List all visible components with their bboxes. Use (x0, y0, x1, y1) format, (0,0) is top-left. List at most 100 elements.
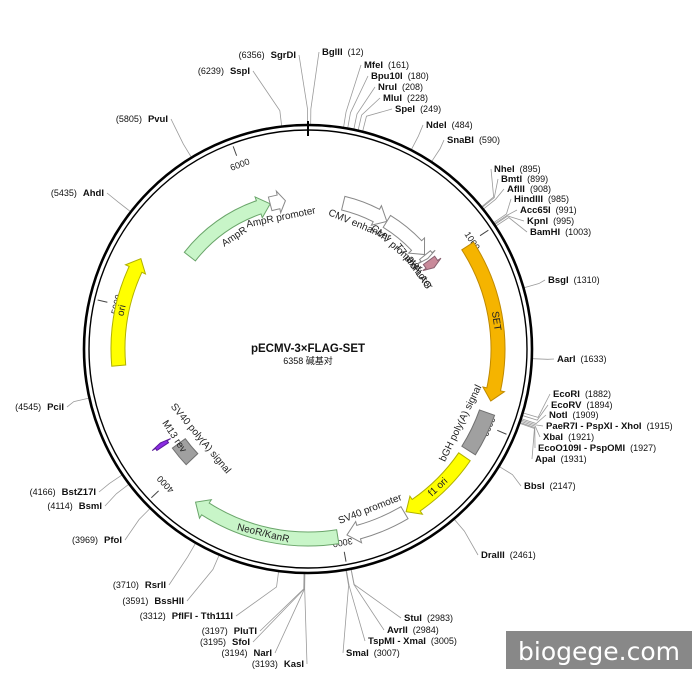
site-name: MluI (383, 93, 402, 104)
site-name: NdeI (426, 120, 447, 131)
tick-mark (97, 299, 108, 303)
site-name: Acc65I (520, 205, 551, 216)
restriction-sites: (6356)SgrDI(6239)SspI(5805)PvuI(5435)Ahd… (15, 47, 673, 670)
restriction-site: NotI(1909) (549, 410, 598, 421)
restriction-site: (3195)SfoI (200, 637, 250, 648)
site-name: AflII (507, 184, 525, 195)
site-name: SnaBI (447, 135, 474, 146)
site-position: (3969) (72, 535, 98, 545)
site-leader (493, 198, 512, 223)
site-leader (523, 393, 551, 418)
restriction-site: DraIII(2461) (481, 550, 536, 561)
site-leader-lines (66, 51, 555, 665)
site-position: (1882) (585, 389, 611, 399)
feature-m13-rev (151, 438, 171, 452)
site-name: EcoRI (553, 389, 580, 400)
site-position: (1927) (630, 443, 656, 453)
site-position: (1921) (568, 432, 594, 442)
site-position: (180) (408, 71, 429, 81)
site-position: (1915) (647, 421, 673, 431)
site-position: (6239) (198, 66, 224, 76)
site-leader (499, 466, 522, 487)
restriction-site: EcoRV(1894) (551, 400, 612, 411)
site-position: (3195) (200, 637, 226, 647)
restriction-site: (5805) PvuI (116, 114, 168, 125)
plasmid-size: 6358 碱基对 (283, 355, 333, 366)
site-name: BglII (322, 47, 343, 58)
site-name: XbaI (543, 432, 563, 443)
restriction-site: NheI(895) (494, 164, 541, 175)
site-leader (347, 75, 369, 128)
site-position: (2984) (413, 625, 439, 635)
feature-label-neor-kanr: NeoR/KanR (236, 522, 290, 545)
restriction-site: MluI (228) (383, 93, 428, 104)
site-leader (259, 573, 305, 632)
site-position: (4114) (47, 501, 72, 511)
site-leader (520, 421, 541, 438)
site-leader (124, 508, 150, 541)
site-leader (431, 139, 445, 162)
site-position: (3007) (374, 648, 400, 658)
site-position: (3710) (113, 580, 139, 590)
site-leader (520, 422, 536, 449)
site-name: AhdI (83, 188, 104, 199)
site-leader (532, 358, 555, 360)
site-leader (411, 124, 424, 150)
site-name: PaeR7I - PspXI - XhoI (546, 421, 642, 432)
site-name: KpnI (527, 216, 548, 227)
site-position: (5805) (116, 114, 142, 124)
watermark-box (506, 631, 692, 669)
site-position: (12) (348, 47, 364, 57)
feature-sv40-polya (171, 437, 199, 466)
site-position: (895) (520, 164, 541, 174)
feature-bgh-polya (461, 409, 496, 456)
site-name: PfoI (104, 535, 122, 546)
restriction-site: SmaI(3007) (346, 648, 400, 659)
site-position: (590) (479, 135, 500, 145)
site-leader (298, 54, 308, 125)
restriction-site: (3197) PluTI (202, 626, 257, 637)
restriction-site: HindIII(985) (514, 194, 569, 205)
site-position: (161) (388, 60, 409, 70)
site-leader (346, 570, 366, 642)
restriction-site: (3969) PfoI (72, 535, 122, 546)
site-leader (521, 414, 547, 424)
site-name: DraIII (481, 550, 505, 561)
site-name: PciI (47, 402, 64, 413)
site-position: (995) (553, 216, 574, 226)
site-position: (1003) (565, 227, 591, 237)
tick-mark (497, 429, 507, 435)
site-name: BmtI (501, 174, 522, 185)
site-name: PluTI (234, 626, 257, 637)
site-name: PvuI (148, 114, 168, 125)
site-name: Bpu10I (371, 71, 403, 82)
site-leader (521, 419, 544, 427)
site-name: TspMI - XmaI (368, 636, 426, 647)
site-position: (2983) (427, 613, 453, 623)
site-name: BsgI (548, 275, 569, 286)
site-leader (98, 474, 122, 493)
restriction-site: (3312)PflFI - Tth111I (140, 611, 233, 622)
site-name: RsrII (145, 580, 166, 591)
restriction-site: (4114)BsmI (47, 501, 102, 512)
restriction-site: SpeI(249) (395, 104, 441, 115)
site-position: (228) (407, 93, 428, 103)
site-name: AvrII (387, 625, 408, 636)
site-leader (494, 209, 518, 224)
site-leader (454, 519, 479, 556)
site-position: (908) (530, 184, 551, 194)
site-position: (3193) (252, 659, 278, 669)
tick-label: 6000 (229, 156, 251, 172)
restriction-site: AvrII (2984) (387, 625, 439, 636)
restriction-site: NruI(208) (378, 82, 423, 93)
site-position: (3197) (202, 626, 228, 636)
site-name: EcoO109I - PspOMI (538, 443, 625, 454)
site-leader (481, 168, 495, 207)
site-leader (350, 569, 385, 631)
restriction-site: BbsI(2147) (524, 481, 576, 492)
restriction-site: AarI(1633) (557, 354, 607, 365)
site-leader (353, 86, 376, 129)
feature-label-set: SET (489, 311, 503, 332)
feature-ori (110, 257, 147, 367)
